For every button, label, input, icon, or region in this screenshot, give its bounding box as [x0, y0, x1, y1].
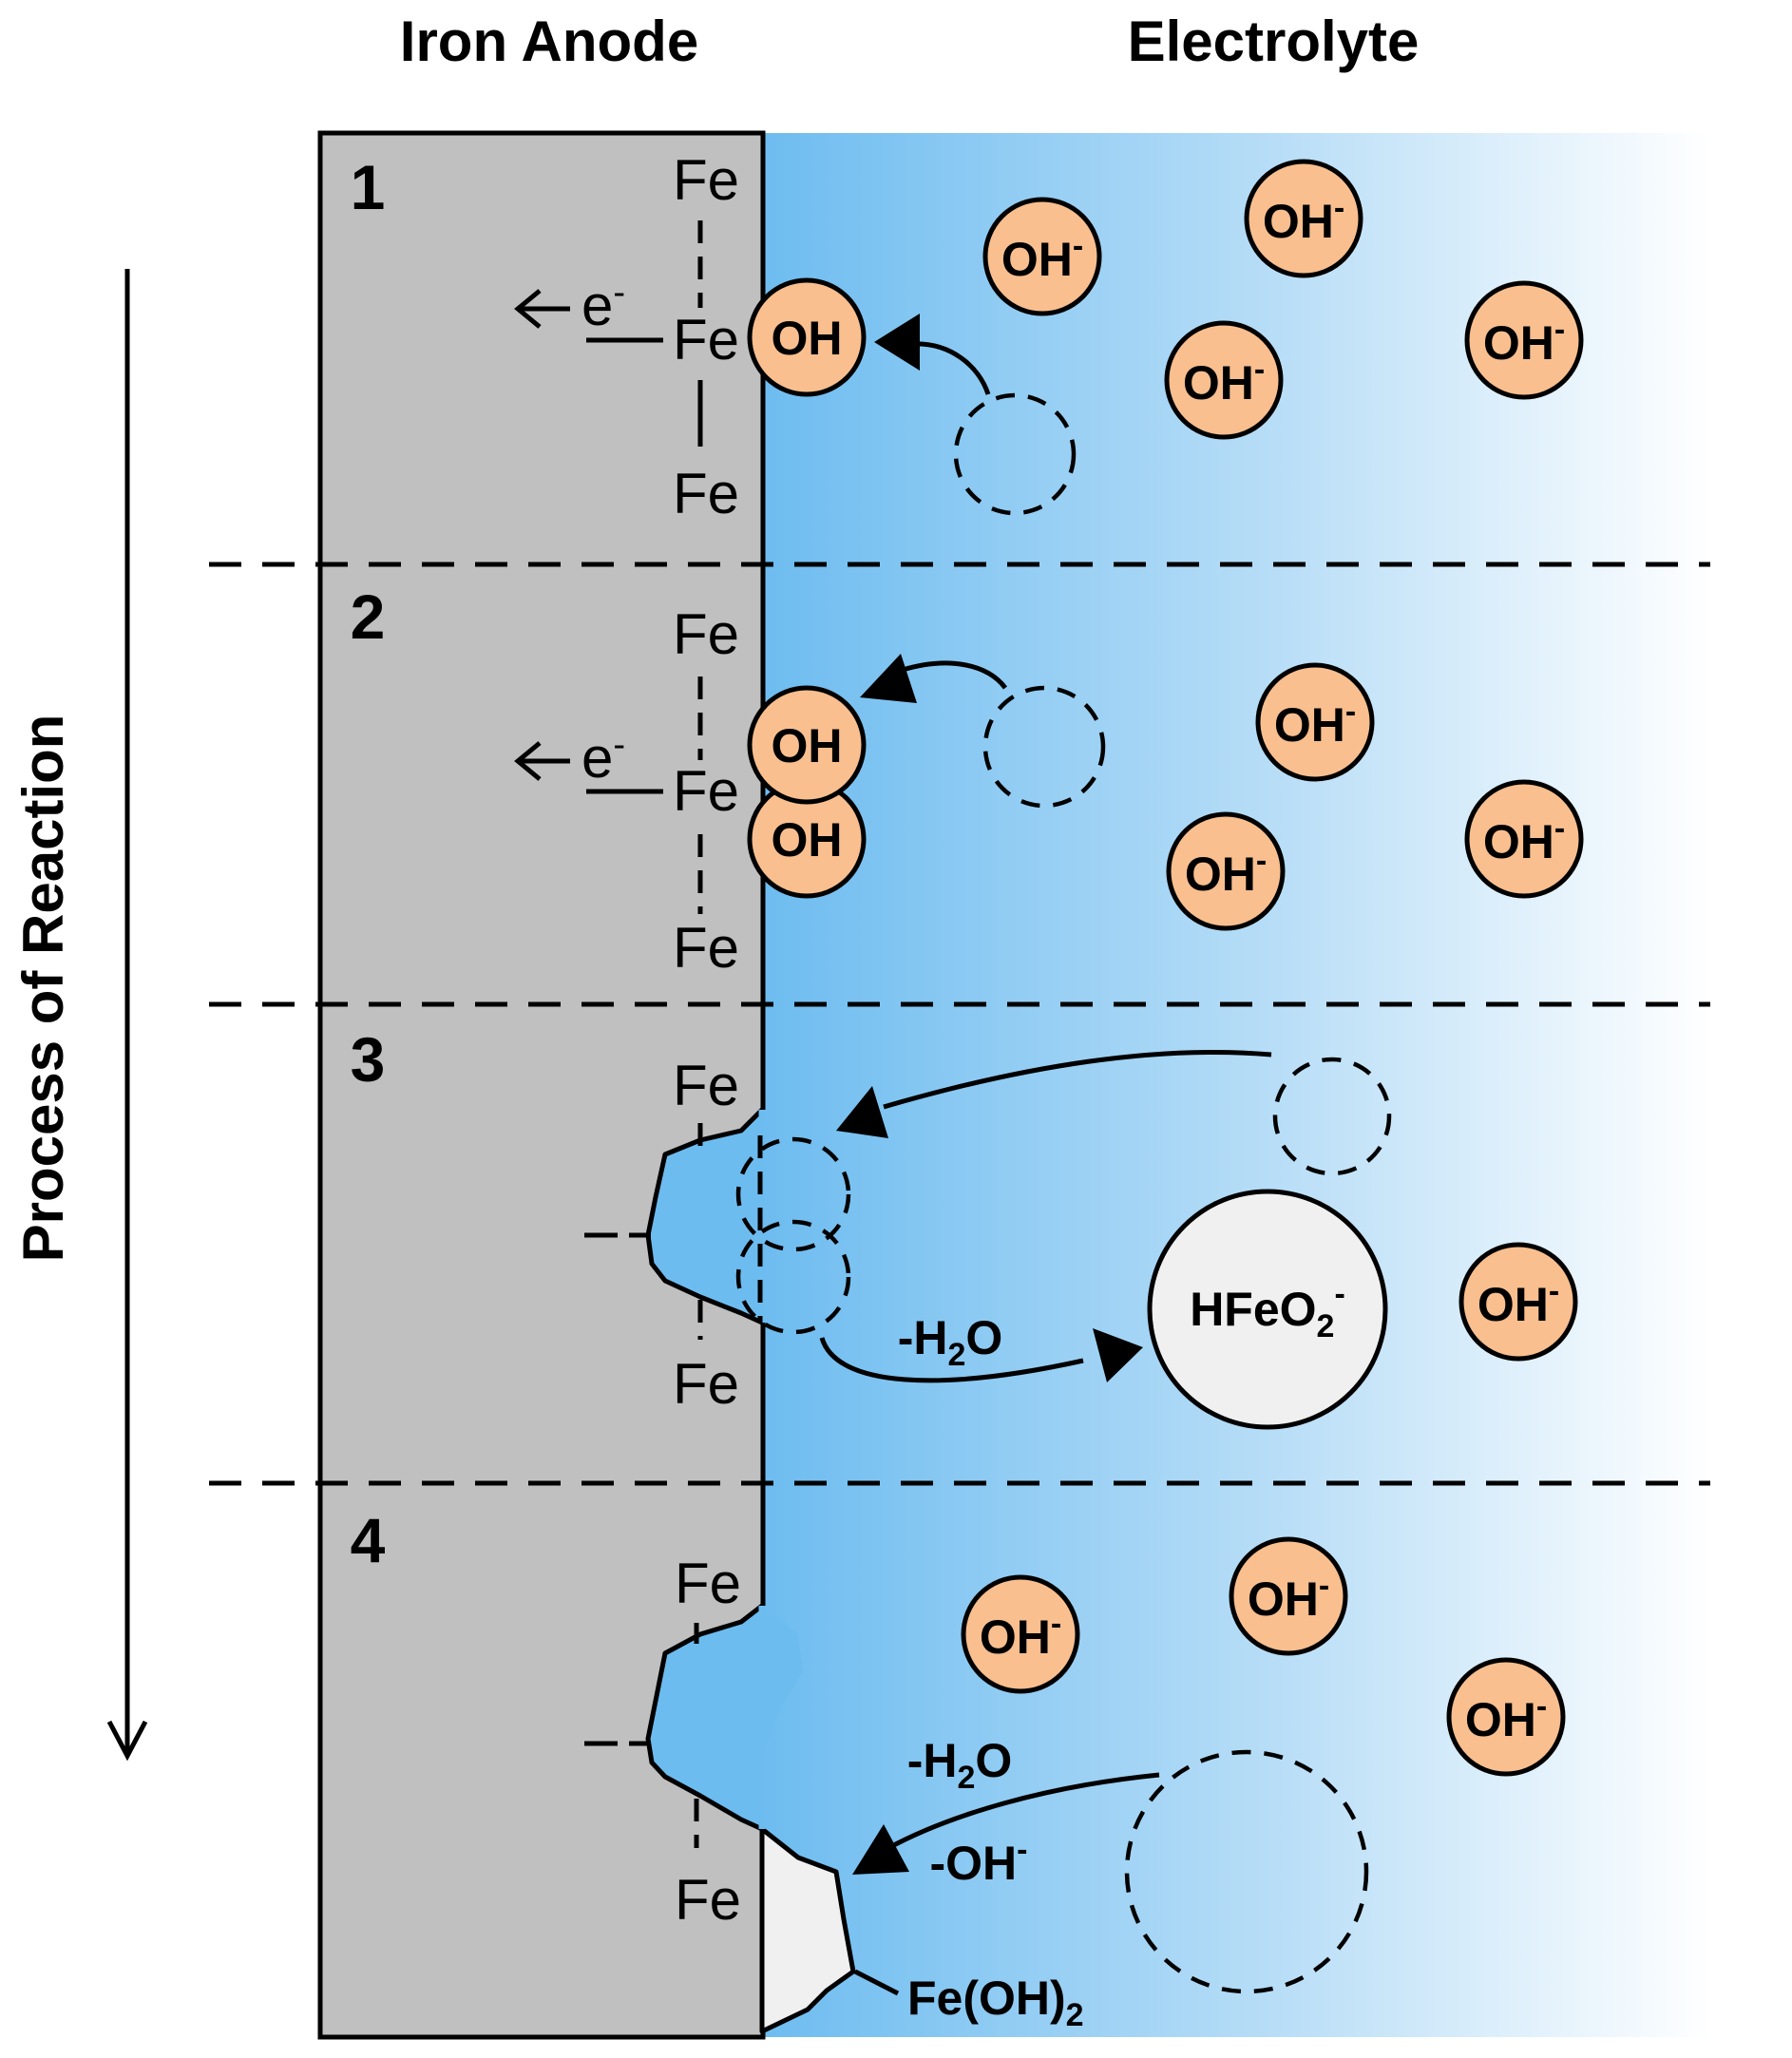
- step-1-ghost-ion: [953, 392, 1077, 516]
- step-4-precipitate: [759, 1826, 856, 2034]
- step-2-ghost-ion: [982, 685, 1106, 809]
- step-2-adsorbed-oh-lower-label: OH: [772, 813, 843, 867]
- step-3-release-arrow: [819, 1337, 1084, 1383]
- step-1-electron: e-: [581, 273, 625, 337]
- step-4: 4 Fe Fe OH- OH- OH- -H2O -OH- Fe(OH)2: [351, 1505, 1566, 2034]
- step-1-ion-d: OH-: [1464, 280, 1584, 400]
- step-1-ion-c: OH-: [1164, 320, 1284, 440]
- step-4-dissolution-pit: [645, 1603, 765, 1832]
- step-2-ion-a: OH-: [1255, 662, 1375, 782]
- svg-text:OH-: OH-: [1001, 228, 1083, 286]
- step-4-pit-mouth: [762, 1606, 803, 1758]
- step-4-ion-c: OH-: [1446, 1657, 1566, 1777]
- step-3-incoming-arrow: [883, 1049, 1272, 1110]
- step-3-ghost-ion-far: [1272, 1057, 1392, 1176]
- step-4-ghost-cluster: [1124, 1749, 1369, 1994]
- step-2-adsorbed-oh-upper-label: OH: [772, 719, 843, 772]
- step-2: 2 Fe Fe Fe e- OH OH OH- OH- OH-: [351, 581, 1584, 980]
- step-2-fe-top: Fe: [673, 602, 739, 666]
- step-4-precipitate-label: Fe(OH)2: [907, 1972, 1084, 2033]
- step-4-ion-a: OH-: [961, 1574, 1080, 1694]
- step-3-water-loss: -H2O: [898, 1311, 1003, 1373]
- step-2-number: 2: [351, 581, 386, 652]
- svg-text:OH-: OH-: [1483, 312, 1565, 370]
- svg-text:OH-: OH-: [980, 1606, 1061, 1664]
- step-3-dissolution-pit: [645, 1107, 765, 1325]
- step-4-precipitate-leader: [853, 1969, 900, 1996]
- step-4-number: 4: [351, 1505, 386, 1575]
- step-3-fe-bottom: Fe: [673, 1352, 739, 1416]
- svg-text:OH-: OH-: [1477, 1273, 1559, 1331]
- step-3-fe-top: Fe: [673, 1054, 739, 1117]
- step-2-adsorption-arrow: [902, 660, 1007, 690]
- step-1-adsorption-arrow: [911, 341, 991, 395]
- svg-text:OH-: OH-: [1248, 1568, 1329, 1626]
- step-2-electron: e-: [581, 725, 625, 790]
- step-3-release-arrowhead: [1093, 1328, 1143, 1382]
- iron-anode-header: Iron Anode: [400, 10, 698, 73]
- step-1: 1 Fe Fe Fe e- OH OH- OH- OH- OH-: [351, 148, 1584, 525]
- svg-text:OH-: OH-: [1263, 190, 1344, 248]
- step-3-number: 3: [351, 1024, 386, 1095]
- step-1-adsorbed-oh-label: OH: [772, 312, 843, 365]
- svg-text:OH-: OH-: [1183, 352, 1265, 410]
- step-4-precipitation-arrowhead: [852, 1824, 909, 1875]
- svg-text:OH-: OH-: [1483, 810, 1565, 868]
- step-1-ion-b: OH-: [1244, 159, 1363, 278]
- step-2-ion-b: OH-: [1166, 811, 1286, 931]
- step-3: 3 Fe Fe -H2O HFeO2- OH-: [351, 1024, 1578, 1430]
- svg-text:OH-: OH-: [1185, 843, 1267, 901]
- step-3-product-bubble: [1147, 1189, 1388, 1430]
- step-1-fe-top: Fe: [673, 148, 739, 212]
- svg-text:OH-: OH-: [1465, 1688, 1547, 1746]
- step-1-ion-a: OH-: [982, 197, 1102, 316]
- step-1-fe-mid: Fe: [673, 308, 739, 372]
- step-4-fe-top: Fe: [675, 1552, 741, 1615]
- step-2-adsorbed-oh-upper: [747, 685, 867, 805]
- step-4-precipitation-arrow: [886, 1772, 1160, 1851]
- step-1-fe-bottom: Fe: [673, 462, 739, 525]
- step-2-electron-arrow-head: [514, 741, 542, 781]
- process-arrow-head: [106, 1720, 148, 1762]
- step-3-ion-a: OH-: [1458, 1242, 1578, 1362]
- electrolyte-header: Electrolyte: [1128, 10, 1420, 73]
- step-3-ghost-ion-lower: [735, 1219, 851, 1335]
- step-1-adsorption-arrowhead: [874, 314, 920, 371]
- svg-text:OH-: OH-: [1274, 694, 1356, 752]
- step-2-fe-mid: Fe: [673, 759, 739, 823]
- step-4-water-loss: -H2O: [907, 1734, 1013, 1796]
- step-3-incoming-arrowhead: [836, 1086, 888, 1138]
- step-4-fe-bottom: Fe: [675, 1868, 741, 1932]
- step-1-number: 1: [351, 152, 386, 222]
- process-label: Process of Reaction: [11, 715, 75, 1263]
- step-2-ion-c: OH-: [1464, 779, 1584, 899]
- step-3-product-label: HFeO2-: [1190, 1276, 1345, 1344]
- step-3-ghost-ion-upper: [735, 1136, 851, 1252]
- step-2-fe-bottom: Fe: [673, 916, 739, 980]
- step-4-oh-loss: -OH-: [930, 1832, 1028, 1890]
- step-4-ion-b: OH-: [1229, 1536, 1348, 1656]
- step-1-electron-arrow-head: [514, 289, 542, 329]
- step-1-adsorbed-oh: [747, 277, 867, 397]
- step-2-adsorption-arrowhead: [860, 654, 917, 703]
